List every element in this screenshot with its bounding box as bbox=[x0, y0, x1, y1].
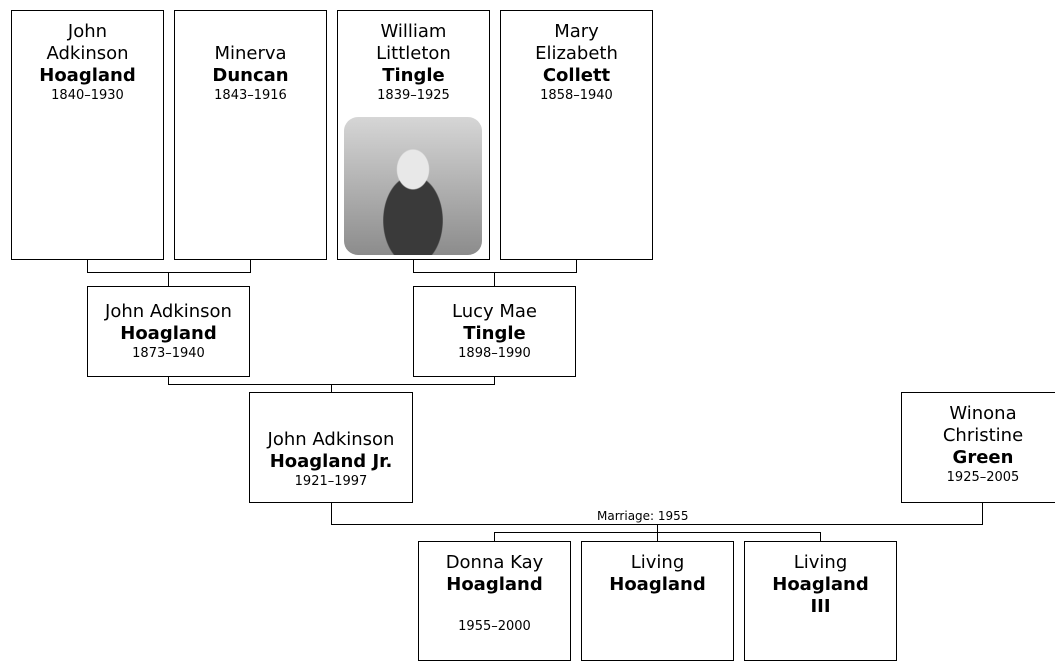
life-years: 1843–1916 bbox=[214, 88, 287, 103]
person-living-hoagland[interactable]: Living Hoagland bbox=[581, 541, 734, 661]
given-name: Living bbox=[793, 552, 848, 573]
portrait-photo bbox=[344, 117, 482, 255]
given-name: John Adkinson bbox=[267, 429, 395, 450]
connector bbox=[657, 524, 658, 532]
life-years: 1839–1925 bbox=[377, 88, 450, 103]
connector bbox=[494, 272, 495, 286]
given-name: John Adkinson bbox=[46, 21, 129, 64]
life-years: 1898–1990 bbox=[458, 346, 531, 361]
surname: Hoagland bbox=[39, 65, 136, 86]
surname: Tingle bbox=[382, 65, 445, 86]
given-name: William Littleton bbox=[376, 21, 451, 64]
marriage-label: Marriage: 1955 bbox=[595, 509, 691, 523]
connector bbox=[168, 272, 169, 286]
connector bbox=[87, 260, 88, 272]
connector bbox=[331, 503, 332, 524]
surname: Tingle bbox=[463, 323, 526, 344]
connector bbox=[250, 260, 251, 272]
life-years: 1921–1997 bbox=[294, 474, 368, 489]
surname: Hoagland bbox=[609, 574, 706, 595]
person-winona-christine-green[interactable]: Winona Christine Green 1925–2005 bbox=[901, 392, 1055, 503]
given-name: John Adkinson bbox=[105, 301, 232, 322]
life-years: 1873–1940 bbox=[132, 346, 205, 361]
given-name: Winona Christine bbox=[942, 403, 1024, 446]
given-name: Minerva bbox=[214, 43, 287, 64]
person-lucy-mae-tingle[interactable]: Lucy Mae Tingle 1898–1990 bbox=[413, 286, 576, 377]
life-years: 1858–1940 bbox=[540, 88, 613, 103]
connector bbox=[413, 272, 577, 273]
surname: Hoagland Jr. bbox=[269, 451, 393, 472]
surname: Hoagland bbox=[120, 323, 217, 344]
connector bbox=[331, 384, 332, 392]
surname: Collett bbox=[542, 65, 611, 86]
given-name: Mary Elizabeth bbox=[535, 21, 618, 64]
connector bbox=[413, 260, 414, 272]
surname: Green bbox=[952, 447, 1014, 468]
connector bbox=[982, 503, 983, 524]
life-years: 1955–2000 bbox=[458, 619, 531, 634]
connector bbox=[87, 272, 251, 273]
surname: Hoagland bbox=[446, 574, 543, 595]
life-years: 1925–2005 bbox=[946, 470, 1020, 485]
person-mary-elizabeth-collett[interactable]: Mary Elizabeth Collett 1858–1940 bbox=[500, 10, 653, 260]
given-name: Lucy Mae bbox=[451, 301, 538, 322]
person-john-adkinson-hoagland-1840[interactable]: John Adkinson Hoagland 1840–1930 bbox=[11, 10, 164, 260]
surname: Duncan bbox=[212, 65, 289, 86]
connector bbox=[494, 377, 495, 384]
connector bbox=[576, 260, 577, 272]
connector bbox=[494, 532, 495, 541]
given-name: Donna Kay bbox=[445, 552, 544, 573]
connector bbox=[657, 532, 658, 541]
person-william-littleton-tingle[interactable]: William Littleton Tingle 1839–1925 bbox=[337, 10, 490, 260]
surname: Hoagland III bbox=[772, 574, 869, 617]
person-john-adkinson-hoagland-jr[interactable]: John Adkinson Hoagland Jr. 1921–1997 bbox=[249, 392, 413, 503]
person-minerva-duncan[interactable]: Minerva Duncan 1843–1916 bbox=[174, 10, 327, 260]
given-name: Living bbox=[630, 552, 685, 573]
person-donna-kay-hoagland[interactable]: Donna Kay Hoagland 1955–2000 bbox=[418, 541, 571, 661]
person-living-hoagland-iii[interactable]: Living Hoagland III bbox=[744, 541, 897, 661]
connector bbox=[820, 532, 821, 541]
connector bbox=[168, 377, 169, 384]
life-years: 1840–1930 bbox=[51, 88, 124, 103]
person-john-adkinson-hoagland-1873[interactable]: John Adkinson Hoagland 1873–1940 bbox=[87, 286, 250, 377]
